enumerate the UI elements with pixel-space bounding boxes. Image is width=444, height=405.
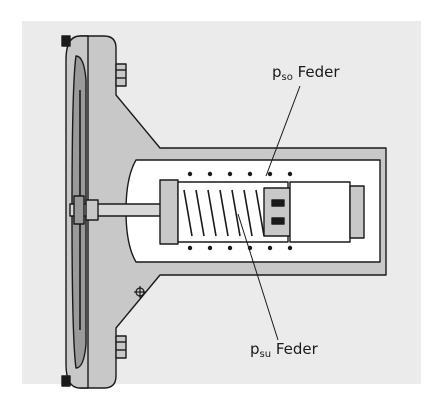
stem-nut [85, 199, 99, 221]
bolt-top [115, 63, 127, 87]
lower-spring-label: psu Feder [250, 340, 318, 360]
knob-bottom [61, 375, 71, 387]
spring-seat-right [263, 187, 291, 237]
piston-body [289, 181, 351, 243]
lower-leader-line [237, 213, 279, 341]
spring-seat-left [159, 179, 179, 245]
upper-spring-coils [187, 171, 293, 251]
mounting-hole-symbol [134, 286, 146, 298]
inner-coil-spring [183, 189, 265, 237]
piston-end [349, 185, 365, 239]
stem-washer [73, 195, 85, 225]
bolt-bottom [115, 335, 127, 359]
knob-top [61, 35, 71, 47]
upper-leader-line [265, 85, 301, 177]
upper-spring-label: pso Feder [272, 63, 340, 83]
